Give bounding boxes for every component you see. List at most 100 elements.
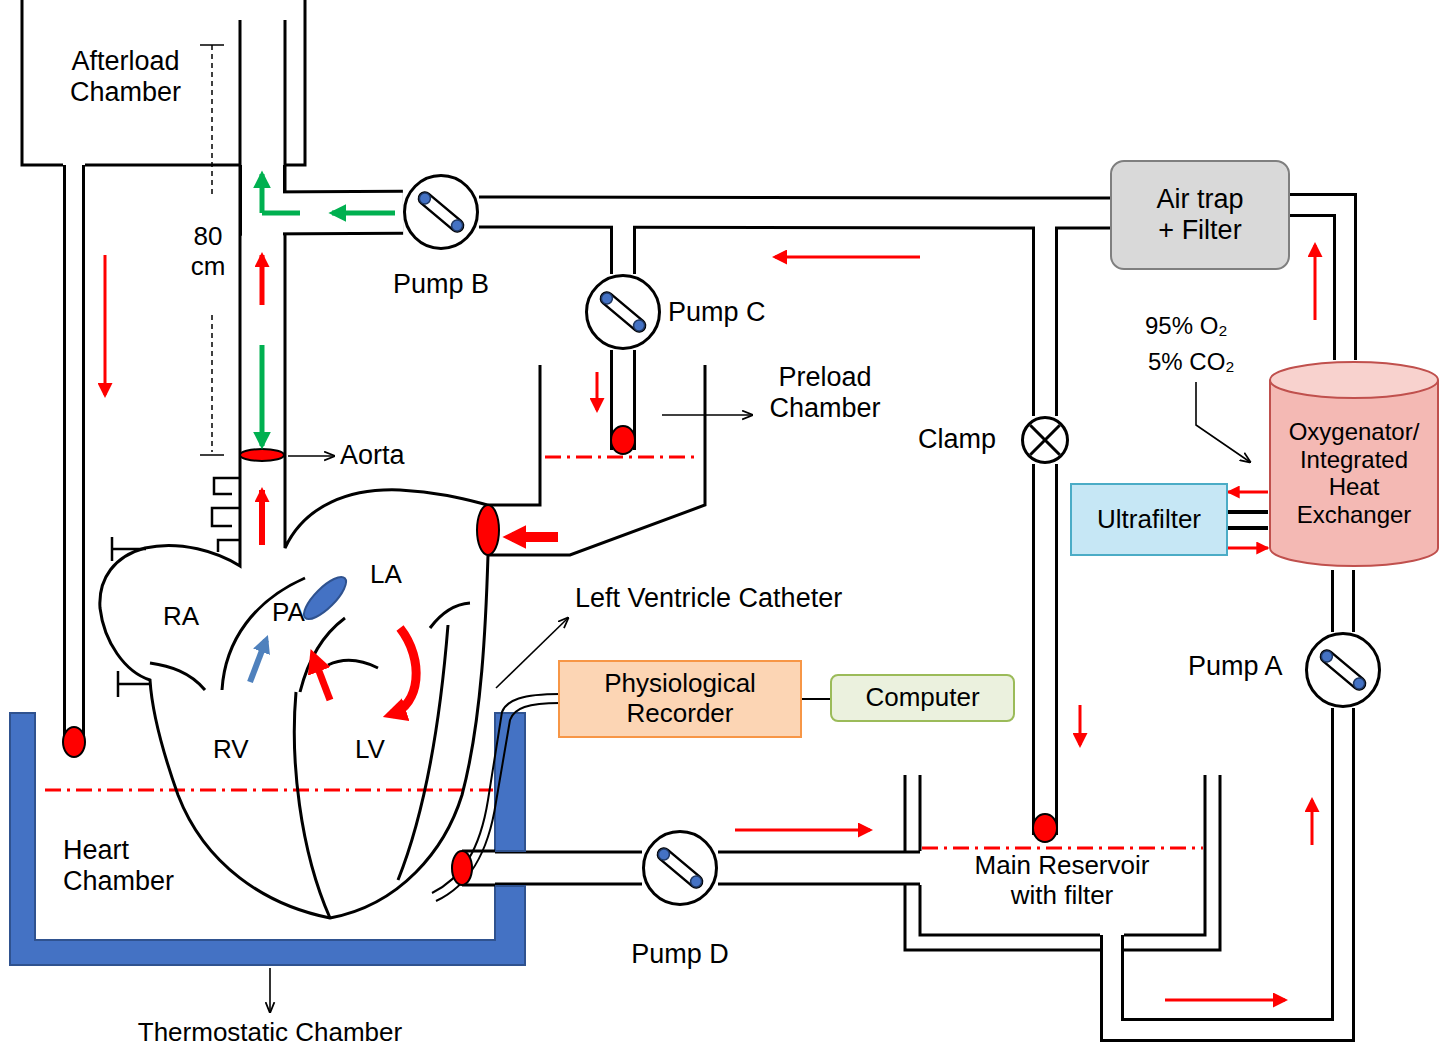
heart-chamber: Heart Chamber	[35, 745, 495, 940]
tube-tip	[611, 426, 635, 454]
main-reservoir: Main Reservoir with filter	[920, 835, 1205, 935]
retrograde-arrow	[332, 211, 395, 216]
pump-rotor	[588, 277, 658, 347]
flow-arrow	[1079, 705, 1082, 745]
cylinder-body	[1270, 380, 1438, 566]
tube-tip	[477, 505, 499, 555]
rotor-arm	[416, 190, 465, 234]
part-label: Thermostatic Chamber	[120, 1018, 420, 1048]
node-text: Oxygenator/ Integrated Heat Exchanger	[1276, 418, 1432, 528]
part-label: Aorta	[340, 440, 405, 471]
flow-arrow	[1165, 999, 1285, 1002]
tube-lumen	[718, 854, 920, 883]
rotor-arm	[598, 290, 647, 334]
rotor-arm	[655, 846, 704, 890]
afterload-chamber: Afterload Chamber	[22, 0, 305, 165]
pump-rotor	[645, 833, 715, 903]
rotor-roller	[1319, 649, 1334, 664]
air-trap-box: Air trap + Filter	[1110, 160, 1290, 270]
part-label: 95% O₂	[1145, 312, 1228, 340]
retrograde-arrow	[260, 345, 265, 446]
part-label: 5% CO₂	[1148, 348, 1235, 376]
clamp-cross	[1024, 419, 1066, 461]
pump-rotor	[416, 190, 465, 234]
part-label: LV	[355, 735, 385, 765]
tube-lumen	[495, 854, 642, 883]
node-text: Pump C	[668, 297, 766, 328]
preload-level	[545, 456, 700, 459]
ventricle-wall	[398, 625, 448, 880]
flow-arrow	[314, 658, 330, 700]
reservoir-wall	[905, 775, 1220, 950]
rotor-roller	[656, 847, 671, 862]
node-text: Pump A	[1188, 651, 1283, 682]
flow-arrow	[1314, 245, 1317, 320]
perfusion-tube	[63, 165, 85, 745]
heart-outline	[100, 455, 488, 918]
perfusion-tube	[718, 851, 920, 886]
tube-tip	[1033, 814, 1057, 842]
part-label: Left Ventricle Catheter	[575, 583, 842, 614]
tube-tip	[452, 851, 472, 885]
part-label: LA	[370, 560, 402, 590]
flow-arrow	[250, 640, 266, 682]
tube-tip	[63, 727, 85, 757]
tube-lumen	[1035, 464, 1055, 835]
part-label: PA	[272, 598, 305, 628]
flow-arrow	[259, 490, 265, 545]
flow-arrow	[1311, 800, 1314, 845]
part-label: 80 cm	[183, 222, 233, 282]
ultrafilter-box: Ultrafilter	[1070, 483, 1228, 556]
pump-rotor	[655, 846, 704, 890]
preload-chamber-wall	[488, 365, 705, 555]
node-text: Pump D	[622, 939, 738, 970]
perfusion-tube	[262, 165, 403, 213]
tube-lumen	[1290, 205, 1345, 360]
roller-pump: Pump C	[585, 274, 661, 350]
ventricle-catheter	[432, 694, 560, 901]
rotor-roller	[1351, 676, 1366, 691]
node-text: Ultrafilter	[1097, 505, 1201, 535]
clamp-cross	[1030, 425, 1059, 454]
perfusion-tube	[495, 851, 642, 886]
retrograde-arrow	[260, 174, 265, 213]
pump-rotor	[1318, 648, 1367, 692]
ultrafilter-tubing	[1228, 512, 1268, 528]
node-text: Heart Chamber	[63, 835, 203, 897]
perfusion-tube	[1290, 205, 1345, 360]
signal-line	[1228, 491, 1268, 494]
roller-pump: Pump B	[403, 174, 479, 250]
rotor-roller	[599, 291, 614, 306]
vena-cava-stub	[112, 537, 150, 697]
oxygenator-cylinder: Oxygenator/ Integrated Heat Exchanger	[1268, 360, 1440, 570]
flow-arrow	[392, 628, 416, 714]
atrium-boundary	[150, 663, 205, 690]
perfusion-tube	[1331, 570, 1355, 632]
signal-line	[802, 698, 830, 700]
signal-line	[1228, 547, 1268, 550]
aortic-column-lumen	[242, 160, 283, 453]
reservoir-level	[922, 847, 1203, 850]
perfusion-tube	[1045, 213, 1110, 416]
pump-rotor	[598, 290, 647, 334]
cylinder-top	[1270, 362, 1438, 398]
roller-pump: Pump D	[642, 830, 718, 906]
leader-line	[1196, 382, 1250, 462]
perfusion-tube	[1032, 464, 1058, 835]
node-text: Clamp	[918, 424, 996, 455]
tube-lumen	[1045, 213, 1110, 416]
node-text: Computer	[865, 683, 979, 713]
pump-rotor	[1308, 635, 1378, 705]
flow-arrow	[596, 372, 599, 410]
rotor-roller	[688, 874, 703, 889]
part-label: RV	[213, 735, 249, 765]
node-text: Main Reservoir with filter	[962, 851, 1162, 911]
flow-arrow	[104, 255, 107, 395]
preload-chamber: Preload Chamber	[540, 450, 705, 555]
node-text: Physiological Recorder	[570, 669, 790, 729]
tube-tip	[240, 449, 284, 461]
part-label: RA	[163, 602, 199, 632]
flow-arrow	[735, 829, 870, 832]
